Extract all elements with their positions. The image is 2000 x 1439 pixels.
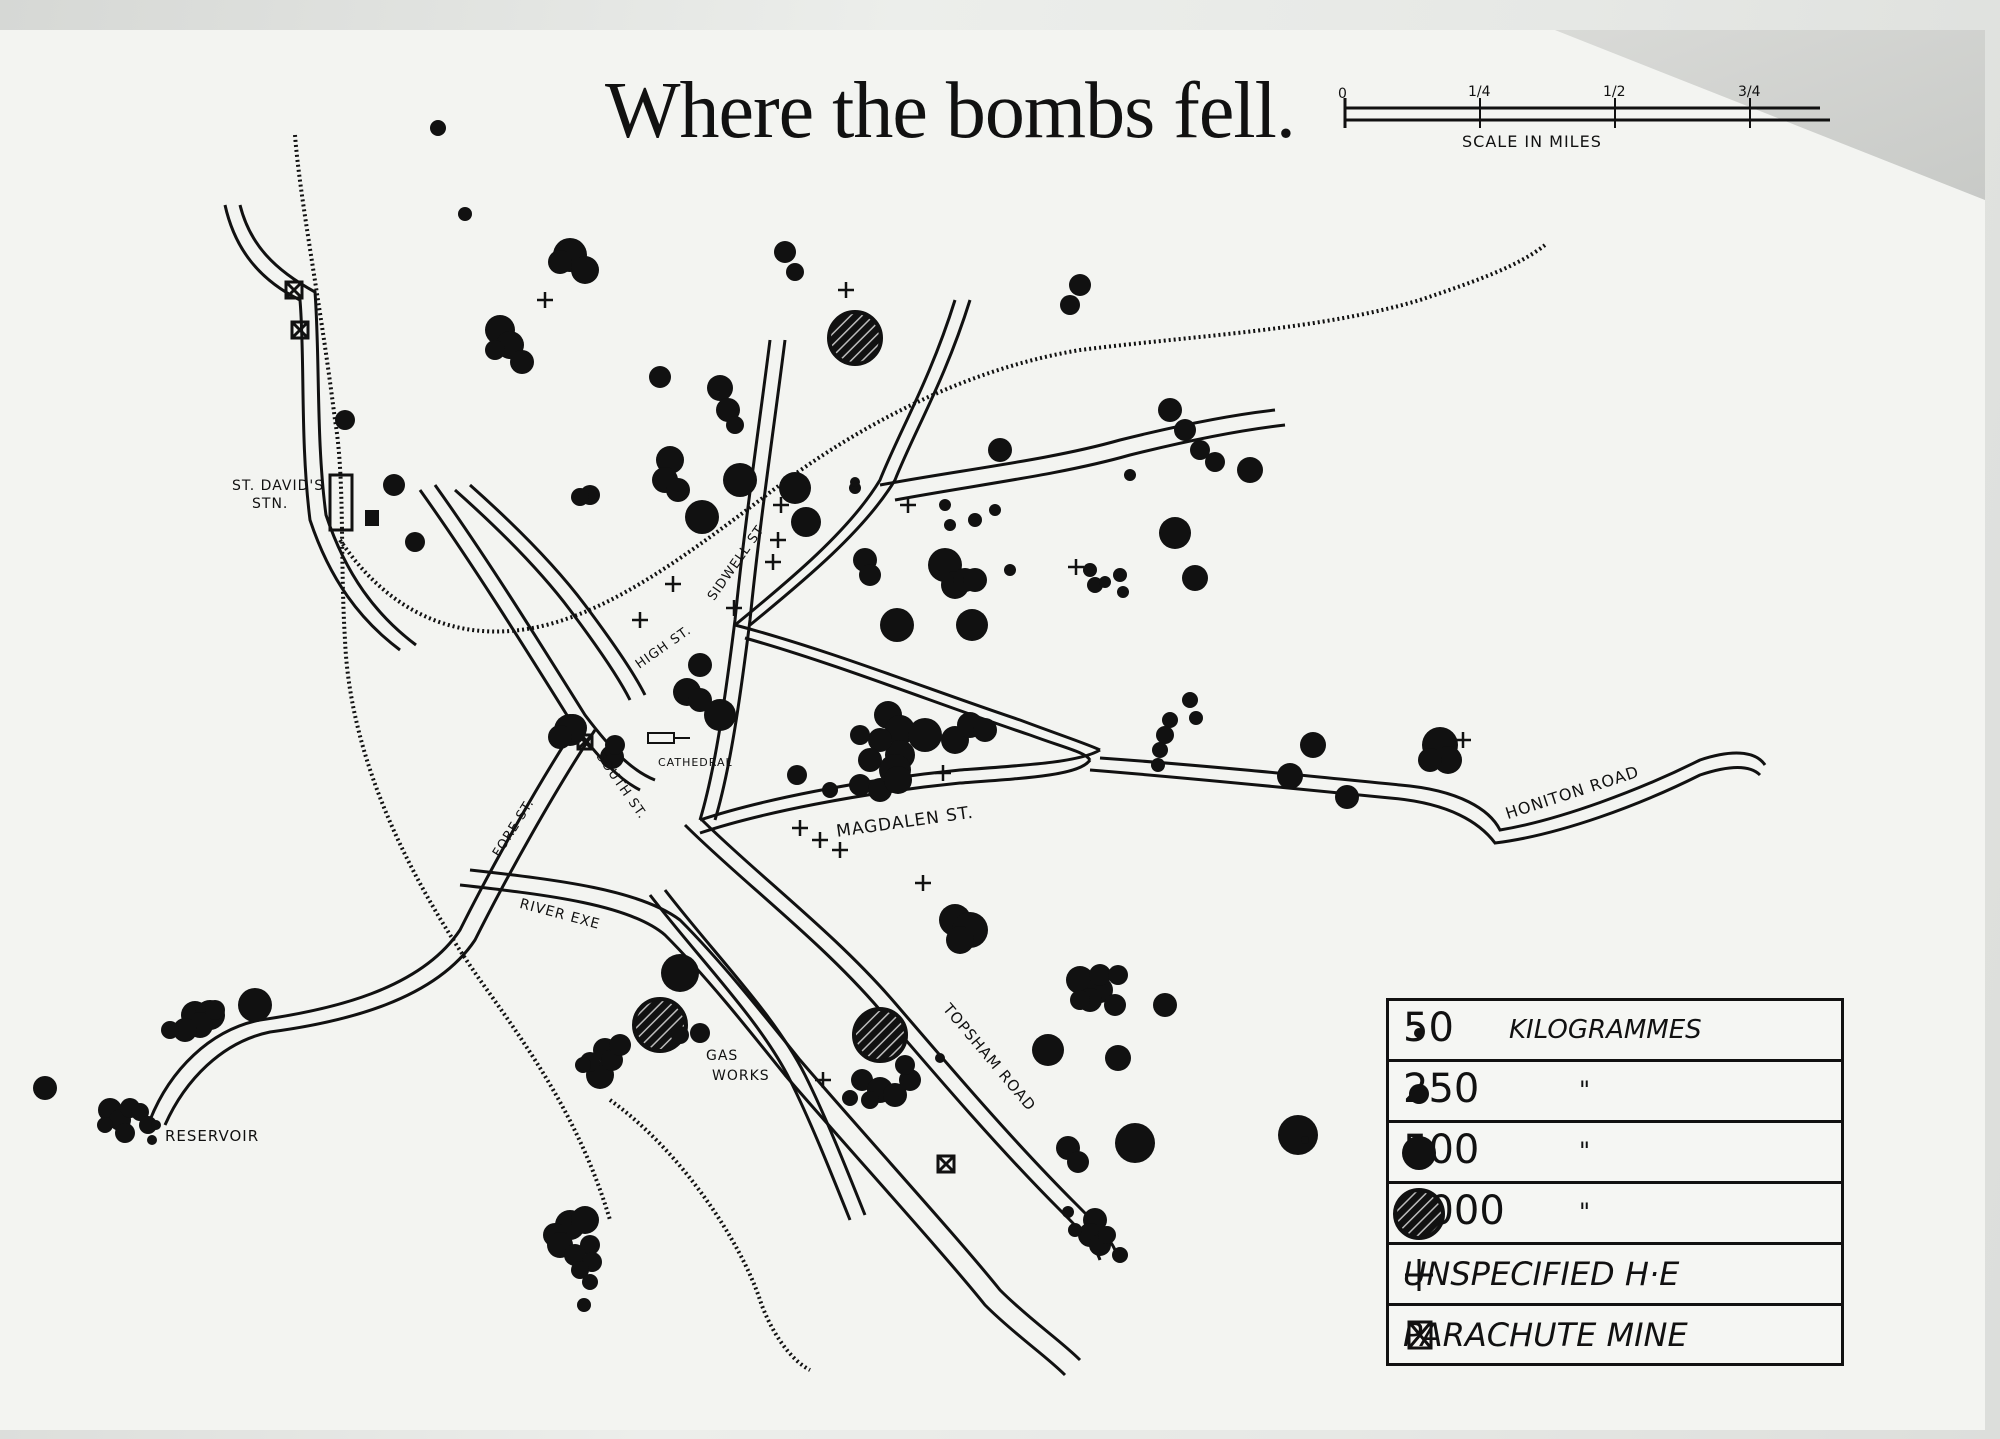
parachute-mines: [284, 280, 956, 1174]
legend-ditto-500: ": [1579, 1137, 1591, 1165]
bomb-1000kg-icon: [827, 310, 883, 366]
cathedral-symbol: [647, 732, 690, 744]
legend-label-50: 50: [1403, 1005, 1454, 1051]
scale-tick-quarter: 1/4: [1468, 84, 1491, 100]
crossed-box-icon: [1407, 1320, 1433, 1350]
legend-label-parachute-mine: PARACHUTE MINE: [1403, 1316, 1688, 1354]
legend-row-500kg: 500 ": [1389, 1123, 1841, 1184]
label-cathedral: CATHEDRAL: [658, 756, 733, 769]
label-works: WORKS: [712, 1068, 770, 1084]
station-marker: [365, 510, 379, 526]
dot-50kg-icon: [1414, 1028, 1424, 1038]
scale-bar: [1343, 98, 1830, 128]
label-reservoir: RESERVOIR: [165, 1127, 260, 1145]
station-building: [328, 473, 354, 532]
legend-row-unspecified-he: UNSPECIFIED H·E: [1389, 1245, 1841, 1306]
parachute-mine-icon: [284, 280, 304, 300]
label-st-davids: ST. DAVID'S: [232, 478, 325, 494]
scale-caption: SCALE IN MILES: [1462, 132, 1602, 151]
legend: 50 KILOGRAMMES 250 " 500 " 1000 " UNSPEC…: [1386, 998, 1844, 1366]
parachute-mine-icon: [290, 320, 310, 340]
legend-row-1000kg: 1000 ": [1389, 1184, 1841, 1245]
legend-label-unspecified-he: UNSPECIFIED H·E: [1403, 1255, 1680, 1293]
scale-tick-half: 1/2: [1603, 84, 1626, 100]
scale-tick-0: 0: [1338, 86, 1347, 102]
cross-icon: [1405, 1259, 1433, 1291]
label-stn: STN.: [252, 496, 289, 512]
hatched-1000kg-icon: [1393, 1188, 1445, 1240]
dot-250kg-icon: [1409, 1084, 1429, 1104]
legend-ditto-1000: ": [1579, 1198, 1591, 1226]
legend-row-50kg: 50 KILOGRAMMES: [1389, 1001, 1841, 1062]
legend-row-parachute-mine: PARACHUTE MINE: [1389, 1306, 1841, 1367]
bomb-dots: [33, 120, 1462, 1312]
railways: [293, 134, 1547, 1372]
parachute-mine-icon: [936, 1154, 956, 1174]
legend-row-250kg: 250 ": [1389, 1062, 1841, 1123]
scale-tick-three-quarter: 3/4: [1738, 84, 1761, 100]
legend-ditto-250: ": [1579, 1076, 1591, 1104]
bomb-1000kg-icon: [852, 1007, 908, 1063]
legend-label-kilogrammes: KILOGRAMMES: [1509, 1015, 1702, 1045]
label-gas: GAS: [706, 1048, 739, 1064]
bombs-1000kg: [632, 310, 908, 1063]
page-title: Where the bombs fell.: [605, 67, 1296, 155]
unspecified-he-crosses: [537, 282, 1471, 1088]
dot-500kg-icon: [1402, 1136, 1436, 1170]
